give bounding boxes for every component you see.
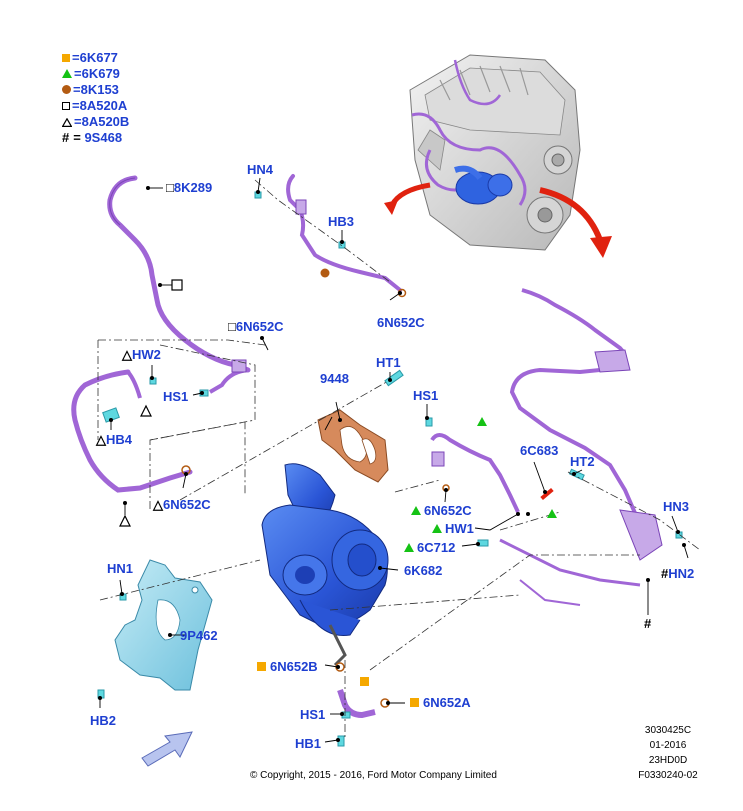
illustration-model-code: 23HD0D xyxy=(648,755,688,766)
heat-shield-9p462 xyxy=(114,559,213,691)
label-hash-right: # xyxy=(644,616,652,631)
direction-arrow-left-icon xyxy=(384,182,431,215)
hash-icon: # xyxy=(62,130,70,145)
label-hb1: HB1 xyxy=(295,736,322,751)
label-hs1-mid: HS1 xyxy=(413,388,439,403)
marker-6k679-triangle xyxy=(477,417,487,426)
label-8k289: □8K289 xyxy=(166,180,213,195)
legend: =6K677 =6K679 =8K153 =8A520A =8A520B #= … xyxy=(62,50,129,146)
label-6k682: 6K682 xyxy=(404,563,443,578)
legend-code: 6K679 xyxy=(81,66,120,81)
label-9448: 9448 xyxy=(320,371,349,386)
label-6n652b: 6N652B xyxy=(257,660,318,674)
filled-square-icon xyxy=(410,698,419,707)
marker-8a520b-triangle-bottom xyxy=(119,514,131,527)
leader-dots xyxy=(98,186,686,742)
fastener-ht1 xyxy=(384,369,404,387)
legend-code: 8K153 xyxy=(80,82,119,97)
label-hb3: HB3 xyxy=(328,214,355,229)
direction-arrow-right-icon xyxy=(539,187,612,258)
label-6n652c-mid: 6N652C xyxy=(411,504,472,518)
legend-row-8a520a: =8A520A xyxy=(62,98,129,114)
coolant-pipe-right xyxy=(499,288,663,606)
legend-row-9s468: #= 9S468 xyxy=(62,130,123,145)
part-6c683 xyxy=(540,487,554,501)
filled-triangle-icon xyxy=(62,69,72,78)
label-hs1-bottom: HS1 xyxy=(300,707,326,722)
label-9p462: 9P462 xyxy=(180,628,218,643)
engine-assembly-illustration xyxy=(409,54,581,251)
copyright-notice: © Copyright, 2015 - 2016, Ford Motor Com… xyxy=(250,770,497,781)
marker-8k153 xyxy=(320,268,330,278)
filled-triangle-icon xyxy=(404,543,414,552)
label-hb2: HB2 xyxy=(90,713,117,728)
label-6n652c-pipe: □6N652C xyxy=(228,319,284,334)
marker-8a520a-square xyxy=(171,279,183,291)
label-hn4: HN4 xyxy=(247,162,274,177)
label-6c712: 6C712 xyxy=(404,541,455,555)
open-square-icon xyxy=(62,102,70,110)
legend-code: 8A520B xyxy=(81,114,130,129)
filled-triangle-icon xyxy=(411,506,421,515)
oil-drain-pipe xyxy=(335,662,390,719)
legend-row-8a520b: =8A520B xyxy=(62,114,129,130)
filled-square-icon xyxy=(257,662,266,671)
illustration-code: 3030425C xyxy=(644,725,692,736)
open-triangle-icon xyxy=(62,118,72,127)
illustration-ref: F0330240-02 xyxy=(638,770,698,781)
fastener-ht2 xyxy=(568,468,585,481)
legend-row-6k677: =6K677 xyxy=(62,50,129,66)
marker-6k677-square xyxy=(360,677,369,686)
label-hb4: △HB4 xyxy=(96,432,133,447)
label-hw1: HW1 xyxy=(432,522,474,536)
label-6n652c-top: 6N652C xyxy=(377,315,425,330)
gasket-9448 xyxy=(317,409,389,483)
oil-feed-pipe-left xyxy=(107,175,251,394)
label-hn2: #HN2 xyxy=(661,566,695,581)
label-ht1: HT1 xyxy=(376,355,401,370)
coolant-pipe-top xyxy=(286,174,407,298)
legend-code: 9S468 xyxy=(84,130,123,145)
label-6n652c-left: △6N652C xyxy=(153,497,211,512)
filled-square-icon xyxy=(62,54,70,62)
marker-6k679-triangle-right xyxy=(547,509,557,518)
filled-circle-icon xyxy=(62,85,71,94)
illustration-date: 01-2016 xyxy=(649,740,687,751)
legend-code: 8A520A xyxy=(79,98,128,113)
label-ht2: HT2 xyxy=(570,454,595,469)
marker-8a520b-triangle xyxy=(140,404,152,417)
orientation-arrow-icon xyxy=(141,731,193,767)
legend-row-6k679: =6K679 xyxy=(62,66,129,82)
turbocharger-6k682 xyxy=(261,463,389,667)
filled-triangle-icon xyxy=(432,524,442,533)
label-6c683: 6C683 xyxy=(520,443,559,458)
label-hn1: HN1 xyxy=(107,561,134,576)
legend-row-8k153: =8K153 xyxy=(62,82,129,98)
label-hs1-left: HS1 xyxy=(163,389,189,404)
label-6n652a: 6N652A xyxy=(410,696,471,710)
label-hw2: △HW2 xyxy=(122,347,161,362)
legend-code: 6K677 xyxy=(79,50,118,65)
label-hn3: HN3 xyxy=(663,499,690,514)
